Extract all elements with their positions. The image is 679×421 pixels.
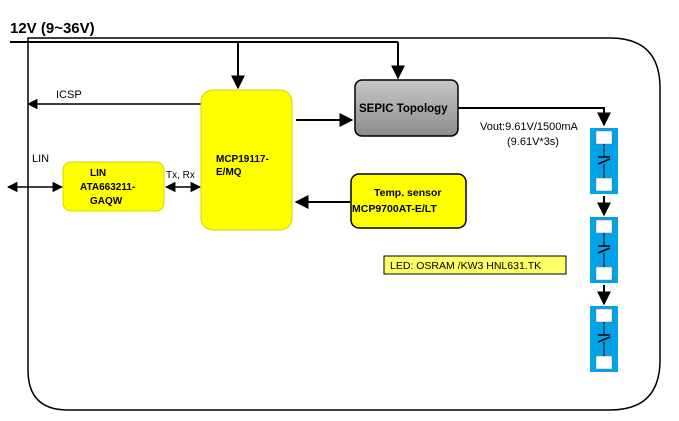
led-package <box>595 219 613 234</box>
led-package <box>595 266 613 281</box>
lin-bus-label: LIN <box>32 153 49 165</box>
led-package <box>595 355 613 370</box>
led-strip-1 <box>590 128 618 194</box>
controller-block <box>200 89 293 231</box>
led-note-box <box>383 255 567 275</box>
sepic-label: SEPIC Topology <box>359 103 448 115</box>
vout-line1: Vout:9.61V/1500mA <box>480 121 579 133</box>
led-strip-2 <box>590 217 618 283</box>
sepic-output-line <box>458 107 611 127</box>
led-note-text: LED: OSRAM /KW3 HNL631.TK <box>390 260 541 272</box>
led-package <box>595 177 613 192</box>
led-strip-3 <box>590 306 618 372</box>
temp-line1: Temp. sensor <box>374 187 442 199</box>
lin-block-line2: ATA663211- <box>80 182 135 193</box>
controller-line1: MCP19117- <box>216 154 269 165</box>
lin-block-line3: GAQW <box>90 196 123 207</box>
controller-line2: E/MQ <box>216 167 242 178</box>
temp-sensor-block <box>350 173 467 229</box>
led-package <box>595 308 613 323</box>
icsp-label: ICSP <box>56 89 82 101</box>
lin-transceiver-block <box>62 161 165 212</box>
lin-block-line1: LIN <box>90 168 106 179</box>
board-outline <box>27 37 661 411</box>
supply-label: 12V (9~36V) <box>10 20 95 37</box>
vout-line2: (9.61V*3s) <box>507 136 559 148</box>
led-package <box>595 130 613 145</box>
txrx-label: Tx, Rx <box>166 170 195 181</box>
temp-line2: MCP9700AT-E/LT <box>352 203 437 215</box>
